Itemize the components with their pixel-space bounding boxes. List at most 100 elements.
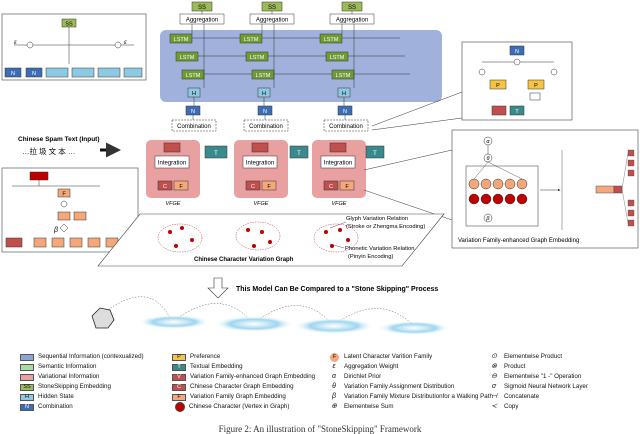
legend-swatch xyxy=(20,363,34,371)
legend-symbol: ⊖ xyxy=(491,373,497,380)
legend-label: Semantic Information xyxy=(38,363,97,370)
legend-item: ⊙ Elementwise Product xyxy=(488,352,588,362)
legend-label: Chinese Character Graph Embedding xyxy=(190,383,294,390)
vfge-block-3: Integration C F VFGE T xyxy=(312,140,385,207)
legend-operations: ⊙ Elementwise Product ⊗ Product ⊖ Elementwise… xyxy=(488,352,588,412)
legend-item: C Chinese Character Graph Embedding xyxy=(172,382,315,392)
svg-text:T: T xyxy=(214,151,218,157)
legend-label: Variation Family Graph Embedding xyxy=(190,393,286,400)
inset-n-mid xyxy=(25,67,43,78)
vfge-inset: F β xyxy=(1,167,139,253)
svg-text:LSTM: LSTM xyxy=(250,55,265,61)
legend-swatch: P xyxy=(172,353,186,361)
legend-label: Variation Family Mixture Distributionfor… xyxy=(344,393,493,400)
svg-text:Integration: Integration xyxy=(246,161,274,167)
svg-text:H: H xyxy=(192,91,196,97)
svg-text:C: C xyxy=(329,184,333,190)
legend-swatch: F xyxy=(172,393,186,401)
legend-symbol: ⊗ xyxy=(491,363,497,370)
legend-swatch: T xyxy=(172,363,186,371)
legend-item: β Variation Family Mixture Distributionfo… xyxy=(328,392,493,402)
svg-text:LSTM: LSTM xyxy=(244,37,259,43)
svg-text:N: N xyxy=(32,71,36,77)
svg-text:Combination: Combination xyxy=(177,124,211,130)
svg-text:Aggregation: Aggregation xyxy=(256,18,288,24)
legend-label: StoneSkipping Embedding xyxy=(38,383,111,390)
legend-item: Chinese Character (Vertex in Graph) xyxy=(172,402,315,412)
svg-text:C: C xyxy=(251,184,255,190)
combination-inset: N P P T xyxy=(371,41,573,131)
lstm-stack: SS Aggregation SS Aggregation SS Aggrega… xyxy=(160,1,442,120)
figure-caption: Figure 2: An illustration of "StoneSkipp… xyxy=(218,424,422,434)
svg-text:SS: SS xyxy=(65,22,73,28)
lstm-column-2: LSTM LSTM LSTM H N xyxy=(239,33,275,116)
svg-text:LSTM: LSTM xyxy=(180,55,195,61)
svg-text:Aggregation: Aggregation xyxy=(186,18,218,24)
svg-text:…拉 圾 文 本 …: …拉 圾 文 本 … xyxy=(22,146,75,156)
svg-text:N: N xyxy=(343,109,347,115)
legend-item: ⊗ Product xyxy=(488,362,588,372)
sequential-region xyxy=(160,30,442,102)
svg-text:Combination: Combination xyxy=(249,124,283,130)
svg-text:SS: SS xyxy=(348,5,356,11)
legend-item: SS StoneSkipping Embedding xyxy=(20,382,144,392)
svg-text:N: N xyxy=(11,71,15,77)
svg-text:ε: ε xyxy=(124,40,127,46)
lstm-cell-inset: SS ε ε N N xyxy=(1,13,147,81)
legend-label: Sigmoid Neural Network Layer xyxy=(504,383,588,390)
legend-label: Elementwise Sum xyxy=(344,403,394,410)
legend-label: Variation Family Assignment Distribution xyxy=(344,383,455,390)
svg-text:T: T xyxy=(297,151,301,157)
svg-text:SS: SS xyxy=(198,5,206,11)
legend-swatch: N xyxy=(20,403,34,411)
svg-text:Aggregation: Aggregation xyxy=(336,18,368,24)
svg-text:β: β xyxy=(53,227,58,234)
vfge-block-2: Integration C F VFGE T xyxy=(234,140,309,207)
svg-text:θ: θ xyxy=(487,156,490,162)
svg-text:LSTM: LSTM xyxy=(174,37,189,43)
legend-symbol: ⊙ xyxy=(491,353,497,360)
svg-text:LSTM: LSTM xyxy=(256,73,271,79)
legend-swatch xyxy=(20,353,34,361)
legend-label: Elementwise Product xyxy=(504,353,563,360)
legend-label: Chinese Character (Vertex in Graph) xyxy=(189,403,290,410)
svg-text:Integration: Integration xyxy=(324,161,352,167)
legend-item: ⊣Concatenate xyxy=(488,392,588,402)
legend-swatch: V xyxy=(172,373,186,381)
legend-symbol: β xyxy=(332,393,336,400)
svg-text:Combination: Combination xyxy=(329,124,363,130)
variation-graph: Chinese Character Variation Graph Glyph … xyxy=(97,213,445,267)
legend-symbol: ε xyxy=(332,363,336,370)
svg-text:β: β xyxy=(485,216,490,222)
legend-item: Sequential Information (contexualized) xyxy=(20,352,144,362)
legend-swatch: SS xyxy=(20,383,34,391)
svg-text:LSTM: LSTM xyxy=(336,73,351,79)
svg-text:LSTM: LSTM xyxy=(324,37,339,43)
svg-text:N: N xyxy=(515,49,519,55)
legend-label: Dirichlet Prior xyxy=(344,373,382,380)
legend-label: Sequential Information (contexualized) xyxy=(38,353,144,360)
svg-text:SS: SS xyxy=(268,5,276,11)
svg-text:F: F xyxy=(267,184,271,190)
svg-text:ε: ε xyxy=(14,40,17,46)
legend-label: Elementwise "1 -" Operation xyxy=(504,373,582,380)
legend-symbol: ≺ xyxy=(491,403,497,410)
svg-text:Glyph Variation Relation: Glyph Variation Relation xyxy=(346,216,408,222)
svg-text:LSTM: LSTM xyxy=(330,55,345,61)
legend-label: Product xyxy=(504,363,526,370)
legend-swatch: C xyxy=(172,383,186,391)
legend-swatch xyxy=(20,373,34,381)
legend-label: Latent Character Varition Family xyxy=(344,353,433,360)
svg-text:F: F xyxy=(179,184,183,190)
stone-skipping: This Model Can Be Compared to a "Stone S… xyxy=(91,277,450,335)
